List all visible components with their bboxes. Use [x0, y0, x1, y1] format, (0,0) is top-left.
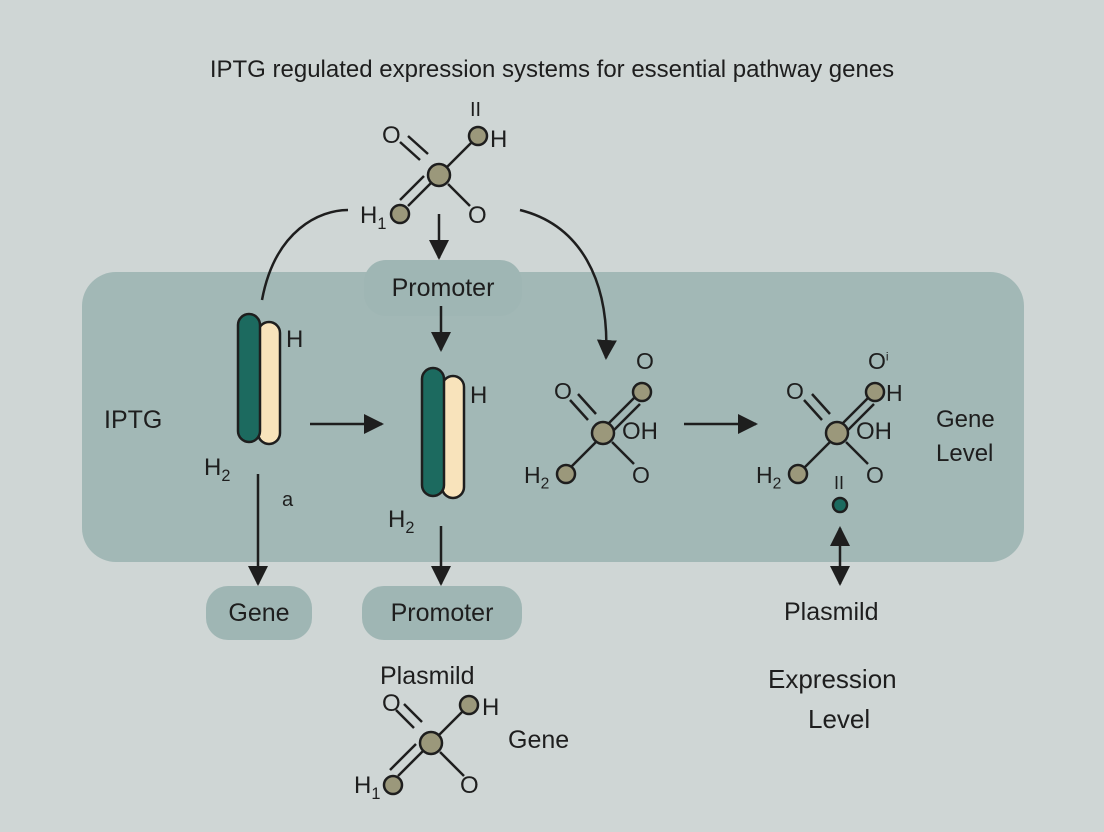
atom-top-center [426, 162, 452, 188]
strand2-h: H [470, 382, 488, 409]
arrow-top-right-arc [519, 208, 617, 360]
arrow-top-left-arc [260, 208, 349, 301]
gene-level-line1: Gene [936, 406, 995, 433]
right-h-top: H [886, 380, 903, 406]
atom-right-top [864, 381, 886, 403]
top-h-right: H [490, 126, 508, 153]
promoter-bottom-pill: Promoter [362, 586, 522, 640]
gene-pill-label: Gene [228, 598, 290, 627]
atom-mid-h2 [555, 463, 577, 485]
right-o-top: Oi [868, 348, 889, 374]
atom-bottom-center [418, 730, 444, 756]
top-o-bottom: O [468, 202, 487, 229]
atom-mid-center [590, 420, 616, 446]
gene-pill: Gene [206, 586, 312, 640]
plasmid-right-label: Plasmild [784, 598, 879, 626]
atom-right-center [824, 420, 850, 446]
atom-bottom-oh [458, 694, 480, 716]
expression-level-line1: Expression [768, 664, 897, 694]
expression-level-line2: Level [808, 704, 871, 734]
diagram-title: IPTG regulated expression systems for es… [209, 56, 895, 83]
top-double-bond-mark: II [470, 99, 482, 121]
iptg-label: IPTG [104, 406, 163, 434]
right-h2: H2 [756, 462, 782, 493]
right-o-left: O [786, 378, 804, 404]
atom-top-oh [467, 125, 489, 147]
mid-o-bottom: O [632, 462, 650, 488]
plasmid-left-label: Plasmild [380, 662, 475, 690]
atom-mid-top [631, 381, 653, 403]
mid-o-left: O [554, 378, 572, 404]
bottom-h-right: H [482, 694, 500, 721]
right-oh: OH [856, 418, 892, 445]
top-o-left: O [382, 122, 401, 149]
molecule-right [801, 393, 875, 471]
atom-right-h2 [787, 463, 809, 485]
bottom-o-left: O [382, 690, 401, 717]
bottom-h1: H1 [354, 772, 381, 803]
strand2-dark [420, 366, 446, 498]
promoter-top-pill: Promoter [364, 260, 522, 316]
strand2-light [440, 374, 466, 500]
strand1-light [256, 320, 282, 446]
strand1-dark [236, 312, 262, 444]
gene-level-line2: Level [936, 440, 994, 467]
strand1-h: H [286, 326, 304, 353]
atom-bottom-h1 [382, 774, 404, 796]
dot-teal [831, 496, 849, 514]
mid-h2: H2 [524, 462, 550, 493]
strand-a-label: a [282, 489, 294, 511]
promoter-top-label: Promoter [391, 273, 495, 302]
molecule-mid [567, 393, 641, 471]
mid-oh: OH [622, 418, 658, 445]
strand2-h2: H2 [388, 506, 415, 537]
top-h1: H1 [360, 202, 387, 233]
gene-bottom-label: Gene [508, 726, 570, 754]
bottom-o-bottom: O [460, 772, 479, 799]
promoter-bottom-label: Promoter [390, 598, 494, 627]
molecule-bottom [389, 703, 467, 777]
strand1-h2: H2 [204, 454, 231, 485]
atom-top-h1 [389, 203, 411, 225]
right-o-bottom: O [866, 462, 884, 488]
right-double-bond-mark: II [834, 473, 845, 493]
mid-o-top: O [636, 348, 654, 374]
